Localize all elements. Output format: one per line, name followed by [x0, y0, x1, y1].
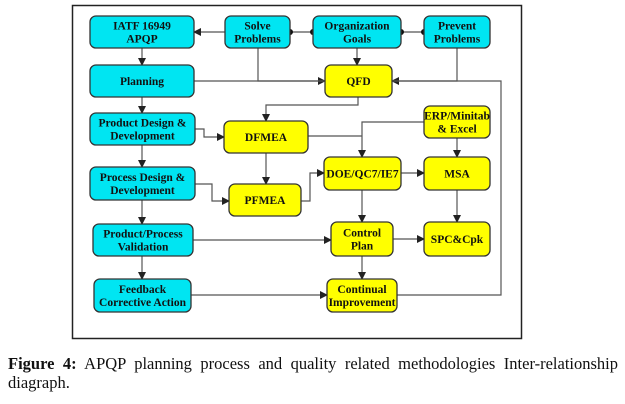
node-box [223, 120, 309, 154]
node-label: Continual [337, 284, 386, 296]
node-box [312, 15, 402, 49]
node-label: Control [343, 228, 381, 240]
node-label: ERP/Minitab [424, 111, 490, 123]
node-label: PFMEA [245, 195, 287, 207]
node-label: MSA [444, 169, 470, 181]
pdd-to-dfmea-connector [195, 128, 225, 141]
node-pfmea: PFMEA [228, 183, 302, 217]
node-label: Validation [118, 242, 169, 254]
node-box [423, 105, 491, 139]
node-prdd: Process Design &Development [89, 166, 196, 201]
node-planning: Planning [89, 64, 195, 98]
node-label: Product/Process [103, 229, 183, 241]
node-label: Solve [244, 21, 270, 33]
node-label: & Excel [437, 124, 476, 136]
node-box [228, 183, 302, 217]
node-box [89, 15, 195, 49]
node-qfd: QFD [324, 64, 393, 98]
node-label: Organization [324, 21, 390, 33]
node-box [89, 112, 196, 146]
continual-to-qfd-loop-connector [392, 80, 502, 296]
node-box [89, 166, 196, 201]
node-label: Problems [434, 34, 481, 46]
node-box [330, 221, 394, 257]
node-label: Problems [234, 34, 281, 46]
node-box [93, 278, 192, 313]
node-label: Product Design & [99, 118, 187, 130]
node-box [423, 156, 491, 191]
node-spc: SPC&Cpk [423, 221, 491, 257]
node-label: Process Design & [100, 172, 186, 184]
node-label: Improvement [329, 297, 396, 309]
node-box [324, 64, 393, 98]
node-label: IATF 16949 [113, 21, 171, 33]
apqp-diagram: IATF 16949APQPSolveProblemsOrganizationG… [71, 4, 523, 340]
erp-to-doe-connector [358, 121, 424, 158]
node-label: Plan [351, 241, 374, 253]
node-label: DOE/QC7/IE7 [326, 169, 398, 181]
caption-label: Figure 4: [8, 354, 77, 373]
figure-caption: Figure 4: APQP planning process and qual… [8, 354, 618, 392]
node-label: Prevent [438, 21, 476, 33]
pfmea-to-doe-connector [301, 169, 325, 202]
node-box [89, 64, 195, 98]
node-box [224, 15, 291, 49]
node-box [92, 223, 194, 257]
node-label: DFMEA [245, 132, 288, 144]
nodes: IATF 16949APQPSolveProblemsOrganizationG… [89, 15, 491, 313]
node-box [323, 156, 402, 191]
node-label: Corrective Action [99, 297, 187, 309]
node-msa: MSA [423, 156, 491, 191]
node-label: Goals [343, 34, 372, 46]
node-box [423, 221, 491, 257]
node-label: Development [110, 185, 175, 197]
node-label: Development [110, 131, 175, 143]
node-box [326, 278, 398, 313]
caption-text: APQP planning process and quality relate… [8, 354, 618, 392]
node-pdd: Product Design &Development [89, 112, 196, 146]
node-label: Planning [120, 76, 164, 88]
node-doe: DOE/QC7/IE7 [323, 156, 402, 191]
node-erp: ERP/Minitab& Excel [423, 105, 491, 139]
node-label: QFD [346, 76, 370, 88]
node-label: APQP [126, 34, 157, 46]
node-box [423, 15, 491, 49]
prdd-to-pfmea-connector [195, 183, 230, 205]
node-dfmea: DFMEA [223, 120, 309, 154]
qfd-to-dfmea-connector [262, 97, 359, 122]
node-label: SPC&Cpk [431, 234, 484, 246]
node-label: Feedback [119, 284, 167, 296]
